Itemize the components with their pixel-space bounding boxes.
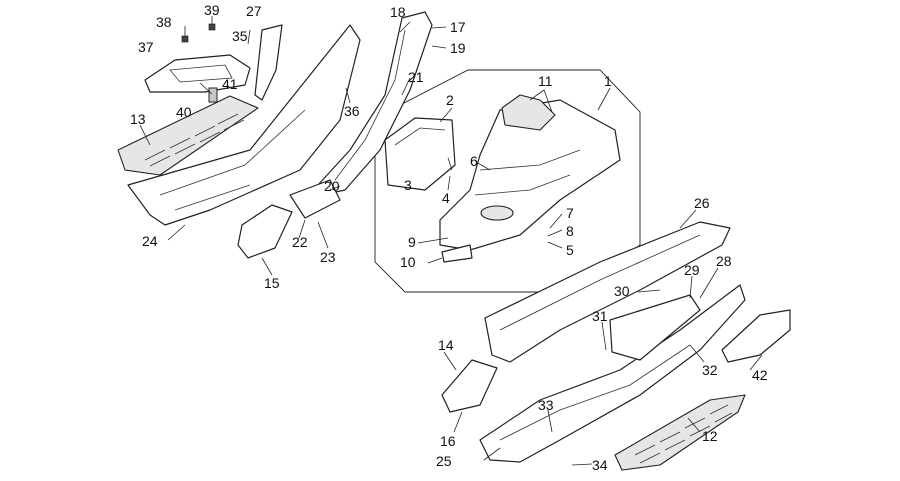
part-10-clip	[441, 244, 473, 263]
callout-9: 9	[408, 234, 416, 250]
callout-6: 6	[470, 153, 478, 169]
callout-24: 24	[142, 233, 158, 249]
part-2-lid	[384, 117, 456, 191]
part-37-pad	[144, 54, 251, 93]
callout-37: 37	[138, 39, 154, 55]
part-41-clip	[208, 87, 218, 103]
callout-22: 22	[292, 234, 308, 250]
callout-31: 31	[592, 308, 608, 324]
callout-36: 36	[344, 103, 360, 119]
callout-26: 26	[694, 195, 710, 211]
part-21-spine	[317, 11, 433, 196]
callout-23: 23	[320, 249, 336, 265]
part-42-cover	[721, 309, 791, 363]
callout-41: 41	[222, 76, 238, 92]
callout-20: 20	[324, 178, 340, 194]
callout-7: 7	[566, 205, 574, 221]
part-15-cover	[237, 204, 293, 259]
part-25-lower-panel	[479, 284, 746, 463]
callout-13: 13	[130, 111, 146, 127]
callout-11: 11	[538, 73, 553, 89]
callout-28: 28	[716, 253, 732, 269]
callout-16: 16	[440, 433, 456, 449]
callout-14: 14	[438, 337, 454, 353]
callout-40: 40	[176, 104, 192, 120]
callout-21: 21	[408, 69, 424, 85]
screw-39	[208, 16, 216, 31]
callout-15: 15	[264, 275, 280, 291]
callout-34: 34	[592, 457, 608, 473]
callout-27: 27	[246, 3, 262, 19]
callout-1: 1	[604, 73, 612, 89]
part-20-bracket	[289, 179, 341, 219]
callout-35: 35	[232, 28, 248, 44]
callout-25: 25	[436, 453, 452, 469]
callout-33: 33	[538, 397, 554, 413]
callout-8: 8	[566, 223, 574, 239]
part-14-cover	[441, 359, 498, 413]
callout-38: 38	[156, 14, 172, 30]
callout-4: 4	[442, 190, 450, 206]
callout-30: 30	[614, 283, 630, 299]
callout-3: 3	[404, 177, 412, 193]
callout-29: 29	[684, 262, 700, 278]
part-26-side-cover	[484, 221, 731, 363]
callout-19: 19	[450, 40, 466, 56]
callout-12: 12	[702, 428, 718, 444]
part-12-mat	[614, 394, 746, 471]
callout-5: 5	[566, 242, 574, 258]
callout-42: 42	[752, 367, 768, 383]
part-1-center-panel	[439, 94, 621, 251]
callout-39: 39	[204, 2, 220, 18]
part-13-mat	[117, 95, 259, 176]
callout-10: 10	[400, 254, 416, 270]
callout-17: 17	[450, 19, 466, 35]
screw-38	[181, 26, 189, 43]
part-27-strip	[254, 24, 283, 101]
callout-labels: 1 2 3 4 5 6 7 8 9 10 11 12 13 14 15 16 1…	[130, 2, 768, 473]
part-32-panel	[609, 294, 701, 361]
callout-32: 32	[702, 362, 718, 378]
leader-lines	[139, 21, 763, 466]
callout-2: 2	[446, 92, 454, 108]
part-24-side-panel	[127, 24, 361, 226]
callout-18: 18	[390, 4, 406, 20]
